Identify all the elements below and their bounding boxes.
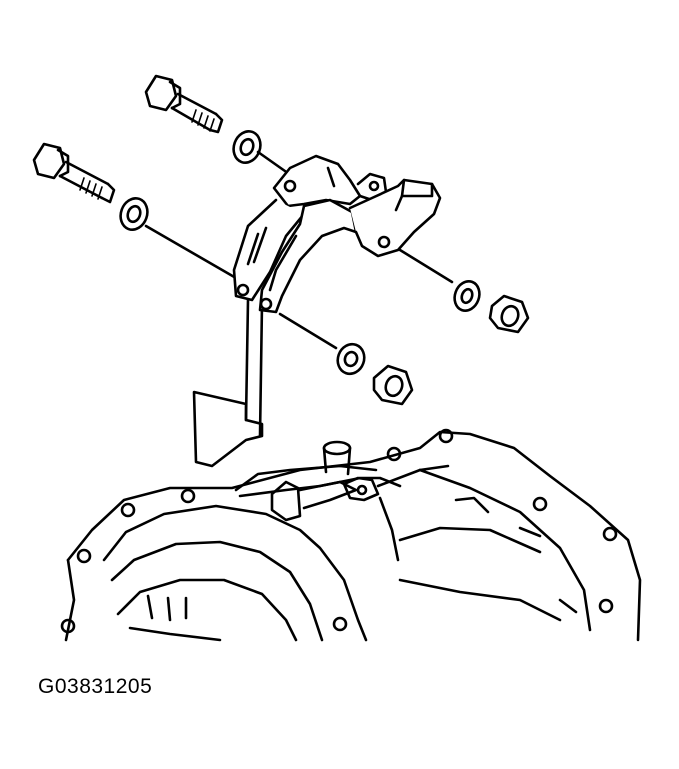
figure-code: G03831205 — [38, 675, 153, 698]
right-nut — [488, 294, 530, 334]
lower-nut — [372, 364, 414, 406]
upper-washer — [232, 130, 262, 164]
lower-washer — [119, 197, 149, 231]
mounting-bracket — [232, 154, 442, 314]
lower-bolt — [32, 142, 116, 204]
transaxle-housing — [60, 390, 642, 642]
lower-right-washer — [336, 342, 366, 376]
upper-bolt — [144, 74, 224, 134]
right-washer — [453, 280, 481, 312]
leader-lines — [144, 150, 454, 438]
